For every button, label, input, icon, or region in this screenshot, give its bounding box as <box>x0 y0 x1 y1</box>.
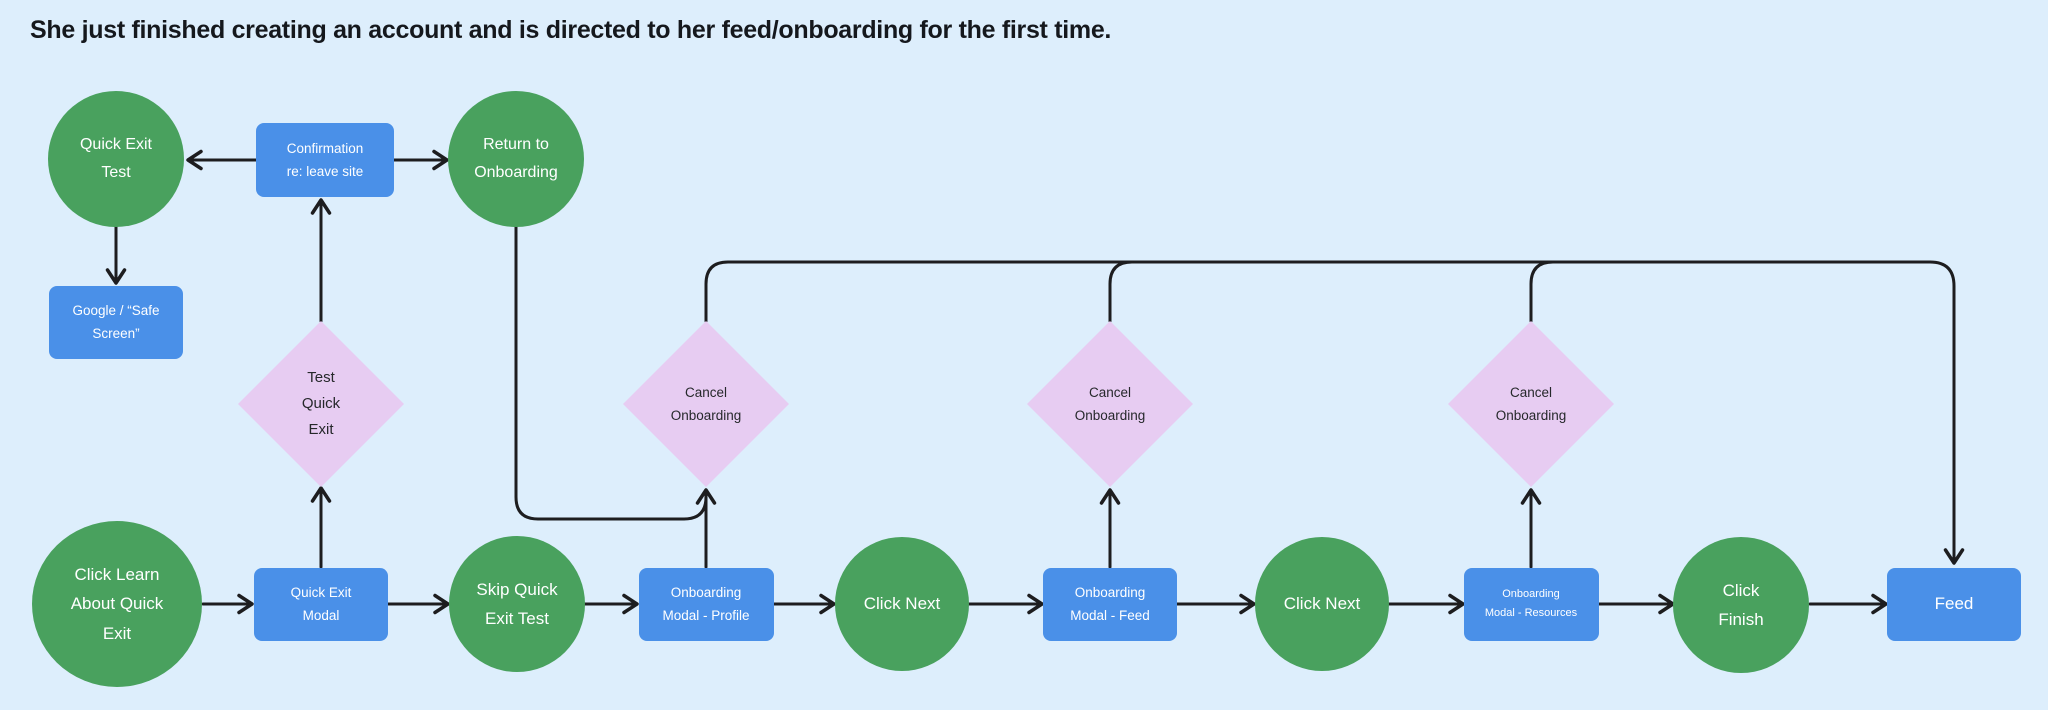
edge-cancel-onboarding-2-merge <box>1108 260 1134 323</box>
node-feed[interactable]: Feed <box>1887 567 2021 641</box>
node-label: Cancel Onboarding <box>1495 384 1567 423</box>
node-onboarding-modal-resources[interactable]: Onboarding Modal - Resources <box>1463 567 1599 641</box>
edge-skip-test-to-onboarding-modal-profile <box>583 593 639 615</box>
node-return-to-onboarding[interactable]: Return to Onboarding <box>448 91 584 227</box>
node-quick-exit-modal[interactable]: Quick Exit Modal <box>254 567 388 641</box>
edge-cancel-onboarding-1-to-feed <box>704 260 1965 565</box>
node-label: Feed <box>1934 594 1974 614</box>
edge-click-next-1-to-onboarding-modal-feed <box>967 593 1044 615</box>
edge-onboarding-modal-feed-to-click-next-2 <box>1175 593 1256 615</box>
node-label: Quick Exit Modal <box>290 584 352 623</box>
node-quick-exit-test[interactable]: Quick Exit Test <box>48 91 184 227</box>
node-click-next-1[interactable]: Click Next <box>835 537 969 671</box>
edge-test-quick-exit-to-confirmation <box>310 198 332 323</box>
edge-return-to-onboarding-merge <box>514 225 708 521</box>
node-label: Confirmation re: leave site <box>286 140 364 179</box>
node-click-finish[interactable]: Click Finish <box>1673 537 1809 673</box>
node-label: Cancel Onboarding <box>1074 384 1146 423</box>
edge-cancel-onboarding-3-merge <box>1529 260 1555 323</box>
node-label: Click Next <box>1283 594 1361 614</box>
diagram-title: She just finished creating an account an… <box>30 16 1112 44</box>
node-label: Click Learn About Quick Exit <box>70 565 164 643</box>
node-label: Onboarding Modal - Feed <box>1070 584 1150 623</box>
edge-quick-exit-test-to-google-safe-screen <box>105 225 127 285</box>
edge-quick-exit-modal-to-skip-quick-exit-test <box>386 593 450 615</box>
edge-click-next-2-to-modal-resources <box>1387 593 1465 615</box>
node-skip-quick-exit-test[interactable]: Skip Quick Exit Test <box>449 536 585 672</box>
node-label: Return to Onboarding <box>474 136 558 181</box>
node-label: Onboarding Modal - Resources <box>1484 588 1578 619</box>
node-label: Click Finish <box>1718 580 1764 629</box>
edge-click-finish-to-feed <box>1808 593 1888 615</box>
node-label: Quick Exit Test <box>79 136 152 181</box>
node-confirmation-re-leave-site[interactable]: Confirmation re: leave site <box>256 123 394 197</box>
node-click-learn-about-quick-exit[interactable]: Click Learn About Quick Exit <box>32 521 202 687</box>
edge-onboarding-modal-profile-to-click-next-1 <box>772 593 836 615</box>
edge-modal-feed-to-cancel-onboarding-2 <box>1099 488 1121 569</box>
node-label: Cancel Onboarding <box>670 384 742 423</box>
node-click-next-2[interactable]: Click Next <box>1255 537 1389 671</box>
edge-quick-exit-modal-to-test-quick-exit <box>310 486 332 569</box>
node-onboarding-modal-profile[interactable]: Onboarding Modal - Profile <box>638 567 774 641</box>
edge-confirmation-to-return-to-onboarding <box>392 149 449 171</box>
node-onboarding-modal-feed[interactable]: Onboarding Modal - Feed <box>1043 567 1177 641</box>
node-google-safe-screen[interactable]: Google / “Safe Screen” <box>49 285 183 359</box>
node-label: Skip Quick Exit Test <box>476 579 558 628</box>
edge-click-learn-to-quick-exit-modal <box>201 593 254 615</box>
edge-modal-resources-to-click-finish <box>1597 593 1675 615</box>
node-label: Google / “Safe Screen” <box>72 302 160 341</box>
node-label: Test Quick Exit <box>301 369 341 438</box>
edge-modal-resources-to-cancel-onboarding-3 <box>1520 488 1542 569</box>
node-label: Onboarding Modal - Profile <box>662 584 750 623</box>
node-label: Click Next <box>863 594 941 614</box>
edge-confirmation-to-quick-exit-test <box>186 149 258 171</box>
